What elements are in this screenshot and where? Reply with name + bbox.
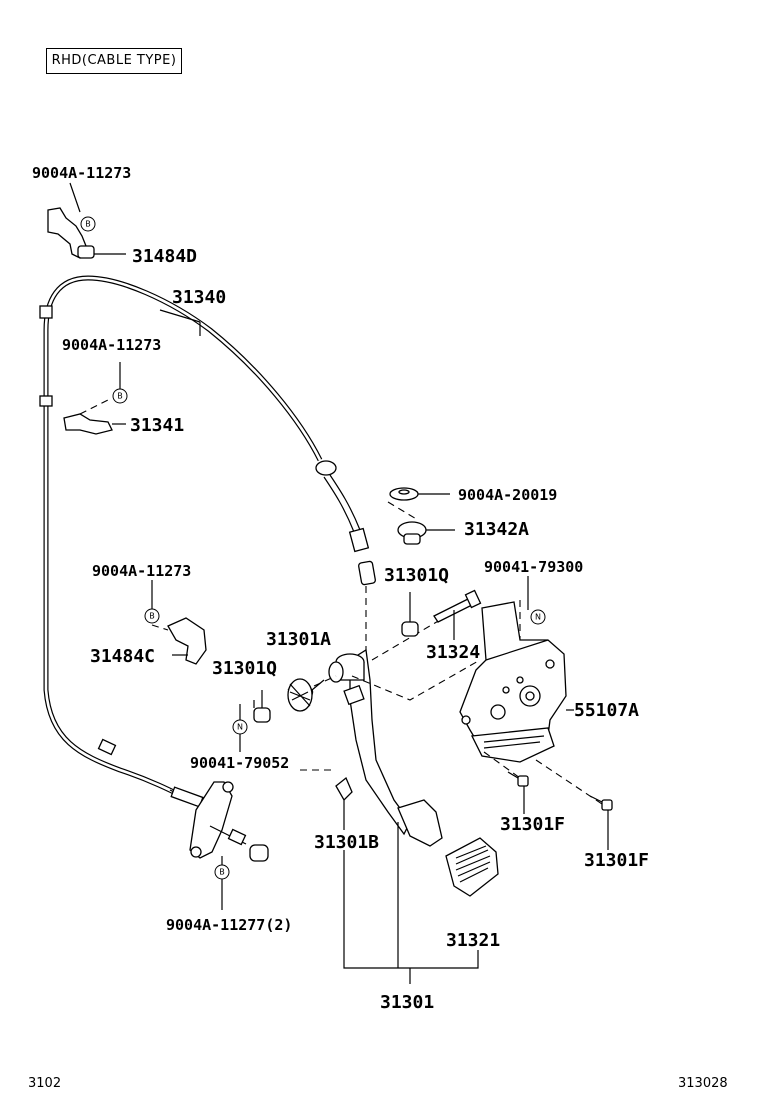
pedal-pad xyxy=(445,837,499,897)
release-fork xyxy=(189,781,269,870)
callout-c10: 31301Q xyxy=(384,565,449,586)
bracket-31484D xyxy=(47,207,126,259)
pedal-bracket-55107A xyxy=(459,601,603,805)
callout-c3: 31340 xyxy=(172,287,226,308)
bracket-31484C xyxy=(151,617,207,665)
leader-lines xyxy=(69,182,529,984)
callout-c5: 31341 xyxy=(130,415,184,436)
callout-c9: 9004A-11273 xyxy=(92,562,191,580)
callout-c2: 31484D xyxy=(132,246,197,267)
svg-text:N: N xyxy=(237,723,243,732)
callout-c21: 31321 xyxy=(446,930,500,951)
callout-c18: 31301B xyxy=(314,832,379,853)
callout-c16: 90041-79052 xyxy=(190,754,289,772)
marker-m1: B xyxy=(80,216,96,232)
callout-c20: 9004A-11277(2) xyxy=(166,916,292,934)
spring-31301A xyxy=(287,678,325,712)
svg-text:B: B xyxy=(117,392,123,401)
clamp-31341 xyxy=(63,397,126,435)
clutch-pedal xyxy=(300,600,521,847)
callout-c8: 90041-79300 xyxy=(484,558,583,576)
callout-c7: 31342A xyxy=(464,519,529,540)
callout-c11: 31484C xyxy=(90,646,155,667)
svg-text:B: B xyxy=(149,612,155,621)
stopper-31301B xyxy=(335,776,353,830)
variant-label: RHD(CABLE TYPE) xyxy=(46,48,182,74)
callout-c6: 9004A-20019 xyxy=(458,486,557,504)
clutch-cable xyxy=(39,275,376,808)
washer-grommet xyxy=(387,487,455,545)
marker-m3: B xyxy=(144,608,160,624)
callout-c13: 31324 xyxy=(426,642,480,663)
marker-m6: N xyxy=(530,609,546,625)
callout-c4: 9004A-11273 xyxy=(62,336,161,354)
callout-c22: 31301 xyxy=(380,992,434,1013)
callout-c17: 31301F xyxy=(500,814,565,835)
bolts-31301F xyxy=(507,771,613,850)
marker-m4: B xyxy=(214,864,230,880)
page-code-left: 3102 xyxy=(28,1076,62,1091)
marker-m5: N xyxy=(232,719,248,735)
bolt-31324 xyxy=(433,589,482,640)
bush-31301Q xyxy=(253,592,419,723)
svg-text:B: B xyxy=(219,868,225,877)
callout-c14: 31301Q xyxy=(212,658,277,679)
callout-c19: 31301F xyxy=(584,850,649,871)
callout-c15: 55107A xyxy=(574,700,639,721)
callout-labels: 9004A-11273 31484D 31340 9004A-11273 313… xyxy=(32,164,649,1013)
callout-c12: 31301A xyxy=(266,629,331,650)
page-code-right: 313028 xyxy=(678,1076,728,1091)
callout-c1: 9004A-11273 xyxy=(32,164,131,182)
svg-text:B: B xyxy=(85,220,91,229)
svg-text:N: N xyxy=(535,613,541,622)
marker-m2: B xyxy=(112,388,128,404)
